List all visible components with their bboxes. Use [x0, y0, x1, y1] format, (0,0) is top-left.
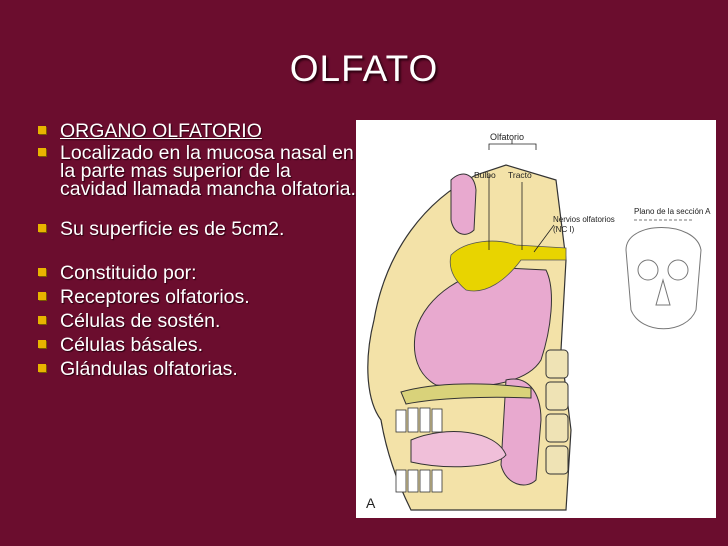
- label-plano: Plano de la sección A: [634, 207, 711, 216]
- bullet-marker-icon: [38, 224, 46, 232]
- bullet-text: Constituido por:: [60, 262, 197, 284]
- label-panel: A: [366, 495, 376, 511]
- bullet-item: Células básales.: [38, 334, 358, 356]
- bullet-marker-icon: [38, 364, 46, 372]
- nasal-anatomy-illustration: Olfatorio Bulbo Tracto Nervios olfatorio…: [366, 132, 711, 511]
- bullet-item: Su superficie es de 5cm2.: [38, 218, 358, 240]
- label-tracto: Tracto: [508, 170, 532, 180]
- bullet-item: Receptores olfatorios.: [38, 286, 358, 308]
- label-nc: (NC I): [553, 225, 575, 234]
- bullet-marker-icon: [38, 340, 46, 348]
- bullet-text: Localizado en la mucosa nasal en la part…: [60, 142, 356, 200]
- pharynx: [500, 378, 542, 486]
- hard-palate: [400, 383, 532, 405]
- bullet-item: Células de sostén.: [38, 310, 358, 332]
- frontal-sinus: [450, 173, 477, 235]
- label-olfatorio: Olfatorio: [490, 132, 524, 142]
- slide-title: OLFATO: [289, 48, 439, 89]
- cervical-spine: [545, 349, 569, 475]
- bullet-text: Células básales.: [60, 334, 204, 356]
- teeth: [395, 407, 443, 493]
- bullet-item: Localizado en la mucosa nasal en la part…: [38, 142, 358, 200]
- bullet-item: Glándulas olfatorias.: [38, 358, 358, 380]
- skull-front-view: [625, 219, 702, 330]
- bullet-text: Receptores olfatorios.: [60, 286, 250, 308]
- bullet-text: Glándulas olfatorias.: [60, 358, 238, 380]
- bullet-marker-icon: [38, 316, 46, 324]
- bullet-marker-icon: [38, 268, 46, 276]
- bullet-marker-icon: [38, 126, 46, 134]
- label-nervios: Nervios olfatorios: [553, 215, 615, 224]
- label-bulbo: Bulbo: [474, 170, 496, 180]
- tongue: [410, 431, 507, 468]
- bullet-item: ORGANO OLFATORIO: [38, 120, 358, 142]
- bullet-marker-icon: [38, 148, 46, 156]
- bullet-list: ORGANO OLFATORIO Localizado en la mucosa…: [38, 120, 358, 380]
- olfactory-region: [449, 240, 567, 292]
- bullet-item: Constituido por:: [38, 262, 358, 284]
- label-lines: [488, 140, 555, 253]
- nasal-anatomy-figure: Olfatorio Bulbo Tracto Nervios olfatorio…: [356, 120, 716, 518]
- bullet-marker-icon: [38, 292, 46, 300]
- bullet-text: Células de sostén.: [60, 310, 221, 332]
- bullet-text: Su superficie es de 5cm2.: [60, 218, 285, 240]
- bullet-text: ORGANO OLFATORIO: [60, 120, 262, 142]
